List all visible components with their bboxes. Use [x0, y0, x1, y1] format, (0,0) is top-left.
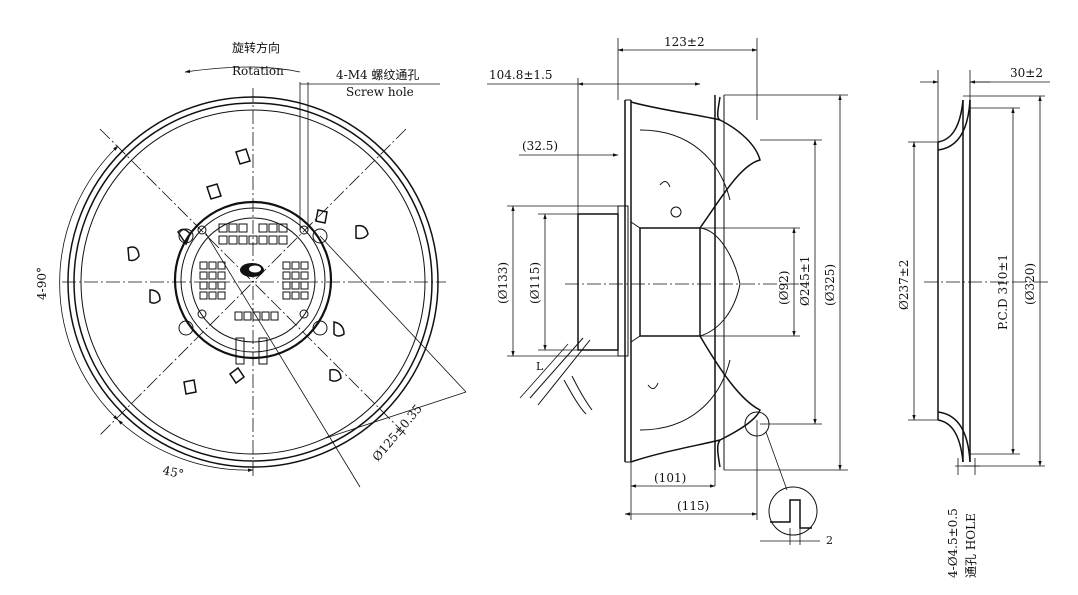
width-30-label: 30±2	[1010, 66, 1043, 80]
rotation-label-en: Rotation	[232, 64, 284, 78]
screw-hole-label-en: Screw hole	[346, 85, 414, 99]
side-view: L 123±2 104.8±1.5 (32.5) (Ø133) (Ø115) (…	[487, 35, 848, 547]
depth-325-label: (32.5)	[522, 139, 558, 153]
rotation-label-cn: 旋转方向	[232, 40, 280, 55]
overall-depth-label: 123±2	[664, 35, 705, 49]
dia-245-label: Ø245±1	[798, 256, 812, 306]
detail-gap-label: 2	[826, 534, 833, 547]
angle-45-label: 45°	[161, 463, 185, 481]
front-view: 旋转方向 Rotation 4-M4 螺纹通孔 Screw hole 4-90°…	[35, 40, 467, 488]
dia-133-label: (Ø133)	[496, 262, 510, 304]
ring-view: 30±2 Ø237±2 P.C.D 310±1 (Ø320) 4-Ø4.5±0.…	[897, 66, 1050, 578]
hole-type-label: 通孔 HOLE	[964, 513, 978, 578]
dia-115-label: (Ø115)	[528, 262, 542, 304]
hole-size-label: 4-Ø4.5±0.5	[946, 508, 960, 578]
dia-92-label: (Ø92)	[777, 271, 791, 305]
len-101-label: (101)	[654, 471, 686, 485]
pcd-label: P.C.D 310±1	[996, 254, 1010, 330]
dia-237-label: Ø237±2	[897, 260, 911, 310]
dia-325-label: (Ø325)	[823, 264, 837, 306]
screw-hole-label-cn: 4-M4 螺纹通孔	[336, 68, 419, 82]
dia-320-label: (Ø320)	[1023, 263, 1037, 305]
depth-1048-label: 104.8±1.5	[489, 68, 553, 82]
cable-length-label: L	[536, 360, 544, 373]
len-115-label: (115)	[677, 499, 709, 513]
angle-4x90-label: 4-90°	[35, 267, 49, 300]
